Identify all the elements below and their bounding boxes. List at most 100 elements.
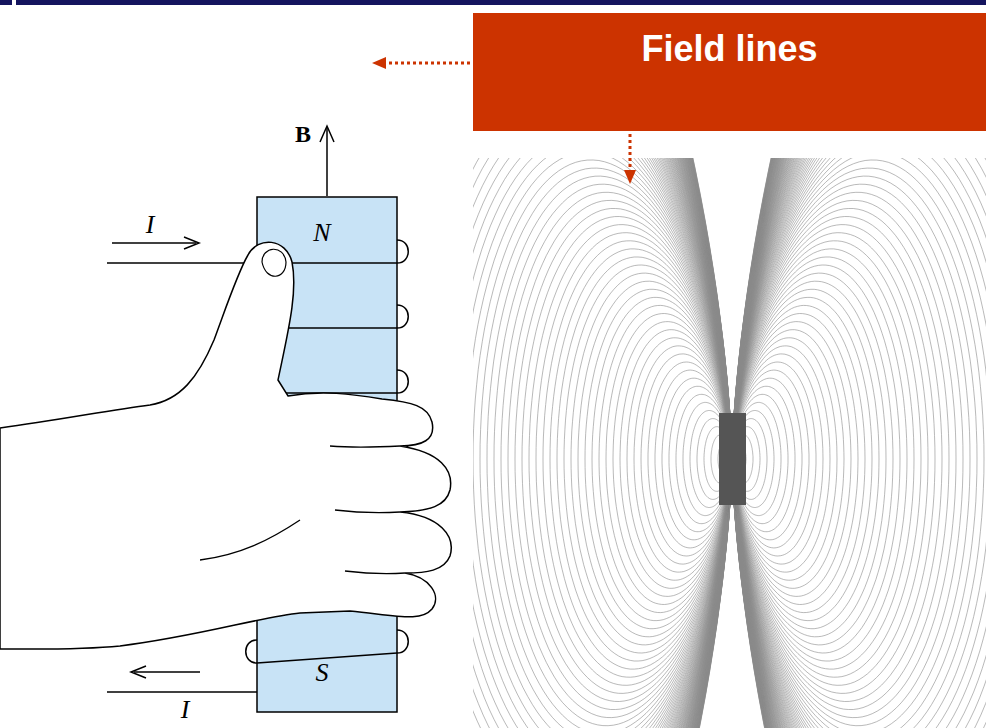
field-line xyxy=(473,158,732,728)
top-bar-gap xyxy=(12,0,16,5)
field-arrow xyxy=(326,128,328,196)
field-line xyxy=(473,158,732,728)
field-line xyxy=(732,158,986,728)
field-line xyxy=(732,158,986,728)
field-line xyxy=(732,158,986,728)
field-line xyxy=(732,158,986,728)
field-line xyxy=(732,158,986,728)
field-line xyxy=(473,158,732,728)
field-line xyxy=(732,158,986,728)
field-line xyxy=(732,158,986,728)
field-line xyxy=(732,158,986,728)
field-line xyxy=(732,158,986,728)
field-line xyxy=(473,158,732,728)
field-line xyxy=(473,158,732,728)
field-line xyxy=(473,158,732,728)
field-line xyxy=(732,158,986,728)
field-line xyxy=(473,158,732,728)
current-arrowhead xyxy=(184,237,199,249)
field-line xyxy=(732,158,986,728)
field-lines xyxy=(473,158,986,728)
field-line xyxy=(473,158,732,728)
field-line xyxy=(473,158,732,728)
field-line xyxy=(732,158,986,728)
field-line xyxy=(473,158,732,728)
field-line xyxy=(473,158,732,728)
field-line xyxy=(732,158,986,728)
field-line xyxy=(473,158,732,728)
field-line xyxy=(732,158,986,728)
current-arrowhead xyxy=(131,666,146,678)
field-line xyxy=(473,158,732,728)
leader-arrowhead xyxy=(624,170,636,184)
field-line xyxy=(473,158,732,728)
field-line xyxy=(732,158,986,728)
field-line xyxy=(536,233,732,686)
field-line xyxy=(473,158,732,728)
field-line xyxy=(473,158,732,728)
field-line xyxy=(732,158,986,728)
field-symbol: B xyxy=(295,122,311,146)
field-line xyxy=(473,158,732,728)
field-line xyxy=(473,158,732,728)
field-line xyxy=(732,158,986,728)
pole-label: N xyxy=(313,220,330,246)
field-line xyxy=(473,158,732,728)
field-line xyxy=(732,158,986,728)
field-line xyxy=(473,158,732,728)
field-line xyxy=(732,158,986,728)
field-line xyxy=(732,158,986,728)
leader-line xyxy=(384,62,470,65)
field-line xyxy=(732,158,986,728)
field-line xyxy=(473,158,732,728)
field-line xyxy=(473,158,732,728)
field-line xyxy=(732,158,986,728)
field-line xyxy=(473,158,732,728)
field-line xyxy=(473,158,732,728)
field-line xyxy=(732,158,986,728)
field-line xyxy=(473,158,732,728)
field-line xyxy=(473,158,732,728)
field-line xyxy=(732,158,986,728)
field-line xyxy=(473,158,732,728)
field-line xyxy=(473,158,732,728)
field-line xyxy=(732,158,986,728)
field-line xyxy=(473,158,732,728)
field-line xyxy=(732,158,986,728)
field-line xyxy=(473,158,732,728)
field-line xyxy=(732,158,986,728)
field-line xyxy=(473,158,732,728)
field-line xyxy=(732,158,986,728)
field-line xyxy=(732,158,986,728)
field-line xyxy=(473,158,732,728)
field-line xyxy=(732,158,986,728)
field-line xyxy=(732,158,986,728)
field-line xyxy=(732,158,986,728)
field-line xyxy=(732,158,986,728)
field-line xyxy=(732,158,986,728)
bar-magnet xyxy=(719,413,746,505)
field-line xyxy=(473,158,732,728)
field-line xyxy=(732,158,986,728)
field-line xyxy=(732,158,986,728)
field-line xyxy=(732,158,986,728)
field-line xyxy=(473,158,732,728)
field-line xyxy=(732,233,928,686)
field-line xyxy=(473,158,732,728)
field-line xyxy=(473,158,732,728)
leader-arrowhead xyxy=(372,57,386,69)
field-line xyxy=(473,158,732,728)
field-line xyxy=(732,158,986,728)
field-line xyxy=(732,158,986,728)
callout-box: Field lines xyxy=(473,13,986,131)
field-line xyxy=(732,158,986,728)
current-arrow xyxy=(134,671,200,673)
field-line xyxy=(732,158,986,728)
field-line xyxy=(732,158,986,728)
pole-label: S xyxy=(316,660,329,686)
field-line xyxy=(732,158,986,728)
field-line xyxy=(473,158,732,728)
field-line xyxy=(473,158,732,728)
field-line xyxy=(473,158,732,728)
